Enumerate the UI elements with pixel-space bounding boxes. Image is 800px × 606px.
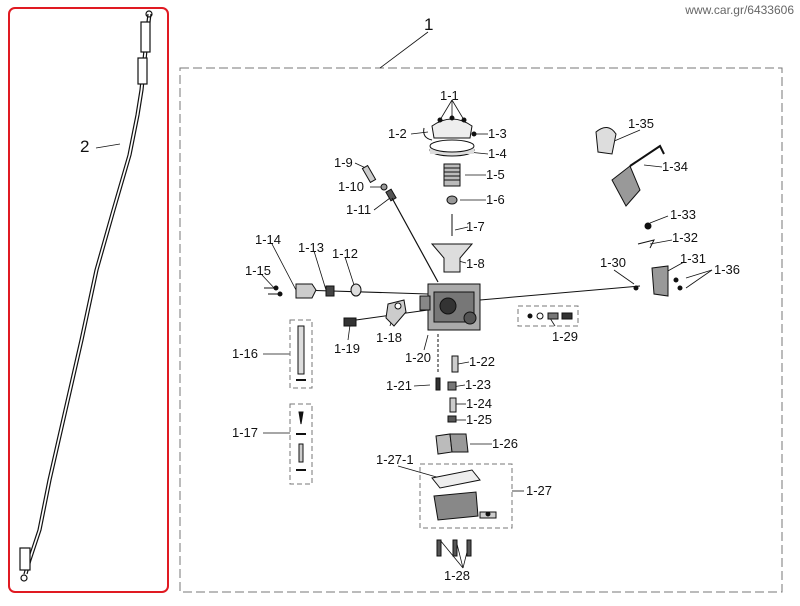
needle-parts[interactable]	[296, 325, 306, 471]
callout-1-35: 1-35	[628, 116, 654, 131]
callout-1-26: 1-26	[492, 436, 518, 451]
carb-top-parts[interactable]	[423, 115, 477, 273]
callout-1-30: 1-30	[600, 255, 626, 270]
callout-1-29: 1-29	[552, 329, 578, 344]
callout-1: 1	[424, 15, 433, 34]
callout-1-16: 1-16	[232, 346, 258, 361]
choke-parts[interactable]	[595, 127, 683, 297]
watermark: www.car.gr/6433606	[685, 3, 794, 17]
callout-1-8: 1-8	[466, 256, 485, 271]
callout-1-9: 1-9	[334, 155, 353, 170]
callout-1-13: 1-13	[298, 240, 324, 255]
float[interactable]	[435, 433, 469, 455]
callout-1-1: 1-1	[440, 88, 459, 103]
callout-labels: 1 2 1-1 1-2 1-3 1-4 1-5 1-6 1-7 1-8 1-9 …	[80, 15, 740, 583]
callout-1-5: 1-5	[486, 167, 505, 182]
callout-1-33: 1-33	[670, 207, 696, 222]
callout-1-4: 1-4	[488, 146, 507, 161]
left-fittings[interactable]	[264, 283, 362, 299]
throttle-cable[interactable]	[19, 10, 153, 582]
callout-1-36: 1-36	[714, 262, 740, 277]
callout-1-20: 1-20	[405, 350, 431, 365]
idle-screws[interactable]	[361, 164, 439, 283]
callout-1-15: 1-15	[245, 263, 271, 278]
float-bowl-box	[419, 463, 513, 529]
callout-1-19: 1-19	[334, 341, 360, 356]
callout-1-12: 1-12	[332, 246, 358, 261]
callout-1-34: 1-34	[662, 159, 688, 174]
callout-1-3: 1-3	[488, 126, 507, 141]
callout-1-2: 1-2	[388, 126, 407, 141]
callout-2: 2	[80, 137, 89, 156]
subassembly-boxes	[289, 319, 313, 485]
callout-1-6: 1-6	[486, 192, 505, 207]
callout-1-17: 1-17	[232, 425, 258, 440]
callout-1-32: 1-32	[672, 230, 698, 245]
assembly-1-boundary	[179, 67, 783, 593]
pilot-screw[interactable]	[527, 312, 573, 320]
callout-1-31: 1-31	[680, 251, 706, 266]
callout-1-23: 1-23	[465, 377, 491, 392]
callout-1-7: 1-7	[466, 219, 485, 234]
cable-highlight-frame[interactable]	[8, 7, 169, 593]
callout-1-14: 1-14	[255, 232, 281, 247]
callout-1-27: 1-27	[526, 483, 552, 498]
callout-1-24: 1-24	[466, 396, 492, 411]
callout-1-22: 1-22	[469, 354, 495, 369]
callout-1-28: 1-28	[444, 568, 470, 583]
callout-1-11: 1-11	[346, 202, 371, 217]
throttle-lever-parts[interactable]	[343, 299, 407, 327]
callout-1-18: 1-18	[376, 330, 402, 345]
float-bowl[interactable]	[431, 469, 497, 521]
callout-1-21: 1-21	[386, 378, 412, 393]
callout-1-10: 1-10	[338, 179, 364, 194]
jet-parts[interactable]	[435, 334, 459, 423]
callout-1-27-1: 1-27-1	[376, 452, 414, 467]
callout-1-25: 1-25	[466, 412, 492, 427]
carburetor-body[interactable]	[299, 283, 641, 331]
bowl-screws[interactable]	[436, 539, 472, 557]
